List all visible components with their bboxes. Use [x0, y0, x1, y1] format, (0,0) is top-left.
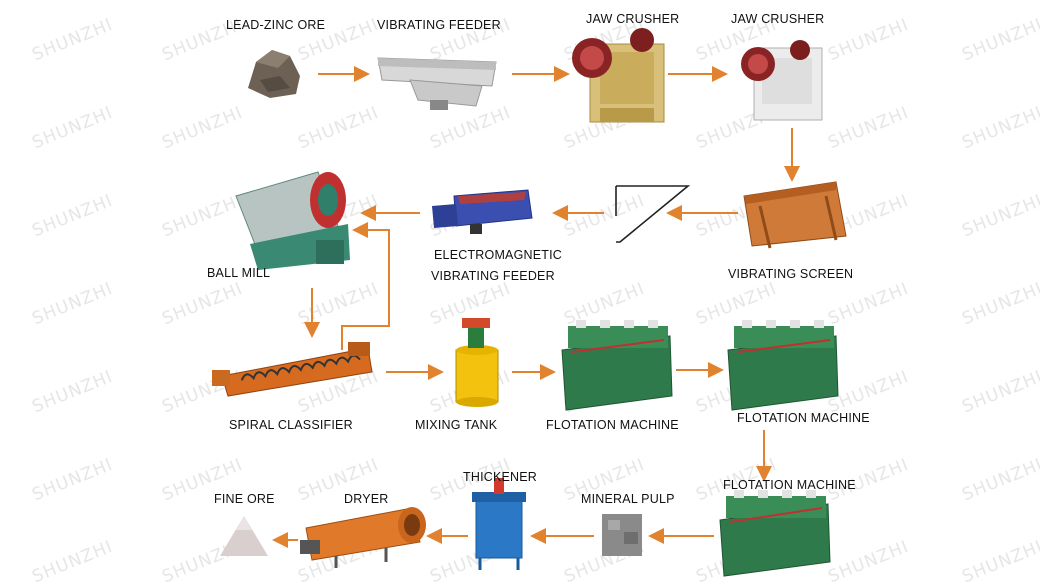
label-lead-zinc-ore: LEAD-ZINC ORE — [226, 18, 326, 32]
label-mixing-tank: MIXING TANK — [415, 418, 498, 432]
label-thickener: THICKENER — [463, 470, 538, 484]
chute-drawing — [615, 185, 691, 243]
jaw-crusher-1-image — [572, 28, 665, 123]
flotation-machine-2-image — [727, 320, 839, 411]
label-fine-ore: FINE ORE — [214, 492, 275, 506]
label-ball-mill: BALL MILL — [207, 266, 271, 280]
label-vibrating-feeder: VIBRATING FEEDER — [377, 18, 501, 32]
arrow-classifier-return — [341, 222, 390, 350]
fine-ore-image — [220, 516, 268, 556]
jaw-crusher-2-image — [741, 40, 823, 121]
flow-arrows — [272, 66, 800, 548]
thickener-image — [472, 478, 526, 570]
flotation-machine-1-image — [561, 320, 673, 411]
flotation-machine-3-image — [719, 490, 831, 577]
label-flotation-machine-1: FLOTATION MACHINE — [546, 418, 679, 432]
spiral-classifier-image — [212, 342, 373, 397]
label-mineral-pulp: MINERAL PULP — [581, 492, 675, 506]
label-flotation-machine-2: FLOTATION MACHINE — [737, 411, 870, 425]
label-jaw-crusher-1: JAW CRUSHER — [586, 12, 680, 26]
label-em-feeder-line2: VIBRATING FEEDER — [431, 269, 555, 283]
label-em-feeder-line1: ELECTROMAGNETIC — [434, 248, 563, 262]
mineral-pulp-image — [602, 514, 642, 556]
label-flotation-machine-3: FLOTATION MACHINE — [723, 478, 856, 492]
vibrating-screen-image — [743, 181, 847, 249]
label-jaw-crusher-2: JAW CRUSHER — [731, 12, 825, 26]
vibrating-feeder-image — [377, 57, 497, 110]
label-vibrating-screen: VIBRATING SCREEN — [728, 267, 854, 281]
dryer-image — [300, 507, 426, 568]
electromagnetic-vibrating-feeder-image — [432, 189, 533, 234]
label-spiral-classifier: SPIRAL CLASSIFIER — [229, 418, 353, 432]
lead-zinc-ore-image — [248, 50, 300, 98]
mixing-tank-image — [455, 318, 499, 407]
ball-mill-image — [235, 171, 350, 270]
label-dryer: DRYER — [344, 492, 389, 506]
